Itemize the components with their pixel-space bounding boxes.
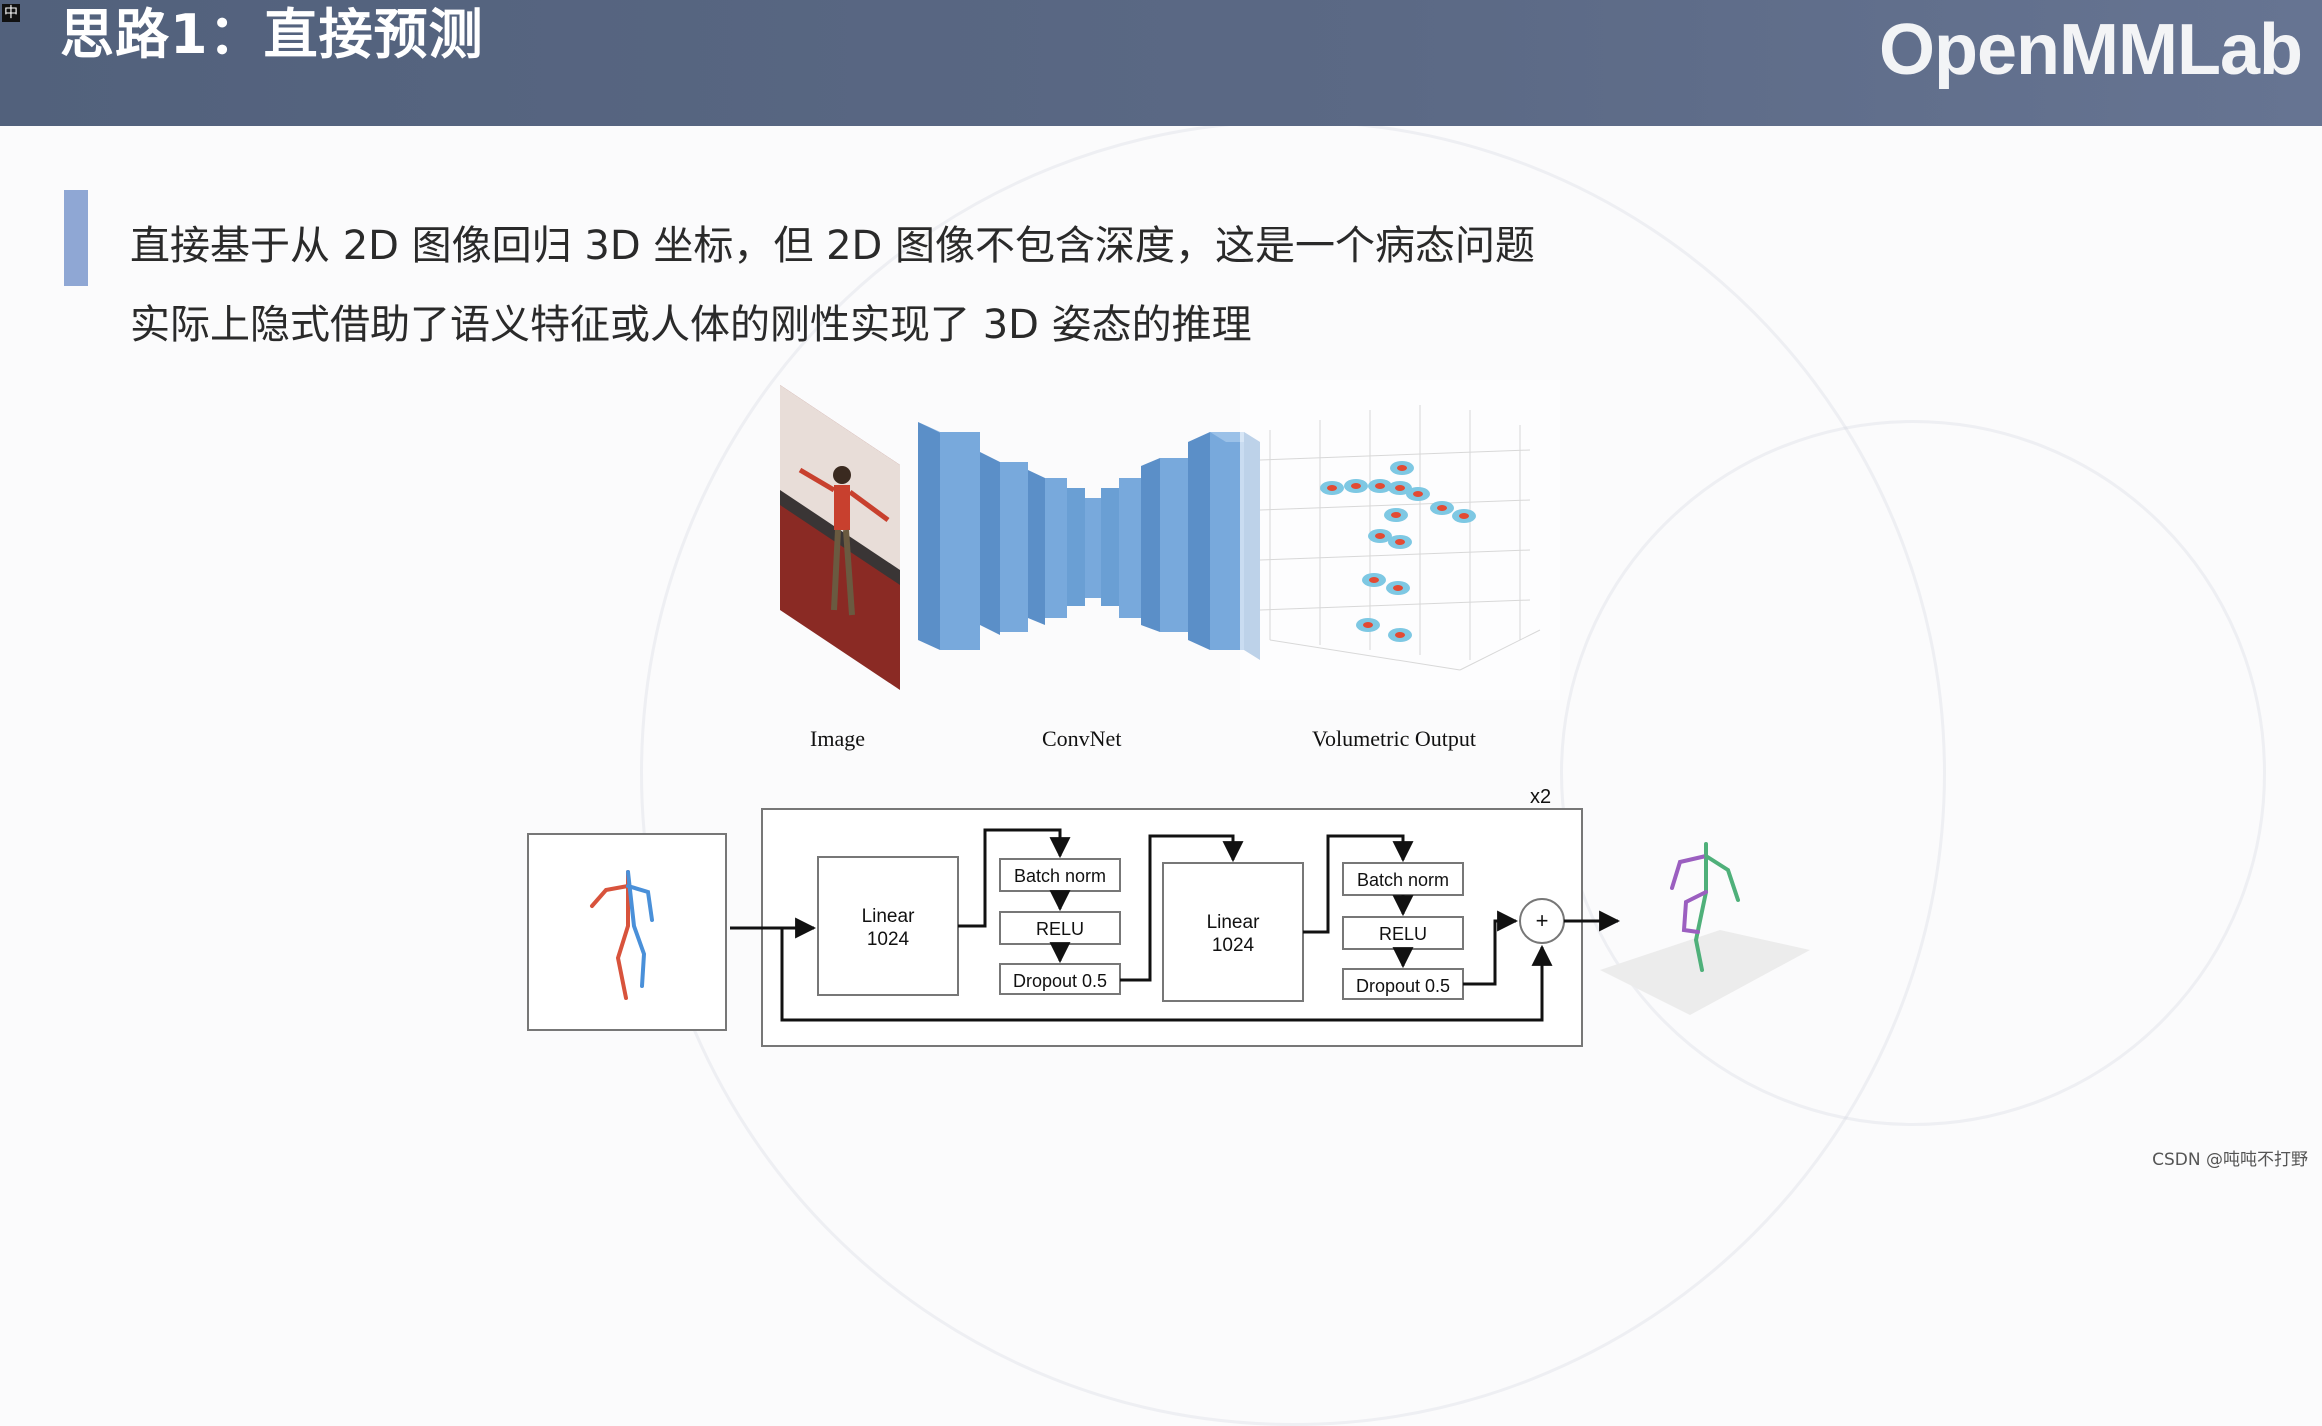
openmmlab-logo: OpenMMLab	[1879, 0, 2302, 100]
relu-1-label: RELU	[1036, 919, 1084, 939]
content-line-2: 实际上隐式借助了语义特征或人体的刚性实现了 3D 姿态的推理	[130, 292, 1252, 350]
sum-node-symbol: +	[1536, 908, 1549, 933]
slide-header: 中 思路1：直接预测 OpenMMLab	[0, 0, 2322, 126]
slide-title: 思路1：直接预测	[60, 0, 484, 70]
label-convnet: ConvNet	[1042, 726, 1121, 752]
linear-1-size: 1024	[867, 929, 910, 950]
convnet-diagram	[918, 422, 1260, 660]
batch-norm-1-label: Batch norm	[1014, 866, 1106, 886]
input-image-thumbnail	[780, 385, 900, 690]
volumetric-output-plot	[1240, 380, 1560, 700]
output-3d-skeleton	[1600, 844, 1810, 1015]
batch-norm-2-label: Batch norm	[1357, 870, 1449, 890]
label-volumetric-output: Volumetric Output	[1312, 726, 1476, 752]
linear-2-size: 1024	[1212, 935, 1255, 956]
ime-indicator: 中	[2, 4, 20, 22]
content-line-1: 直接基于从 2D 图像回归 3D 坐标，但 2D 图像不包含深度，这是一个病态问…	[130, 213, 1535, 271]
csdn-watermark: CSDN @吨吨不打野	[2152, 1145, 2308, 1170]
volumetric-pipeline-figure	[760, 370, 1580, 710]
label-image: Image	[810, 726, 865, 752]
simple-baseline-diagram: x2 Linear 1024 Batch norm RELU Dropout 0…	[520, 780, 1820, 1070]
repeat-label: x2	[1530, 786, 1551, 808]
linear-1-label: Linear	[862, 906, 915, 927]
accent-bar	[64, 190, 88, 286]
dropout-1-label: Dropout 0.5	[1013, 971, 1107, 991]
dropout-2-label: Dropout 0.5	[1356, 976, 1450, 996]
linear-2-label: Linear	[1207, 912, 1260, 933]
relu-2-label: RELU	[1379, 924, 1427, 944]
